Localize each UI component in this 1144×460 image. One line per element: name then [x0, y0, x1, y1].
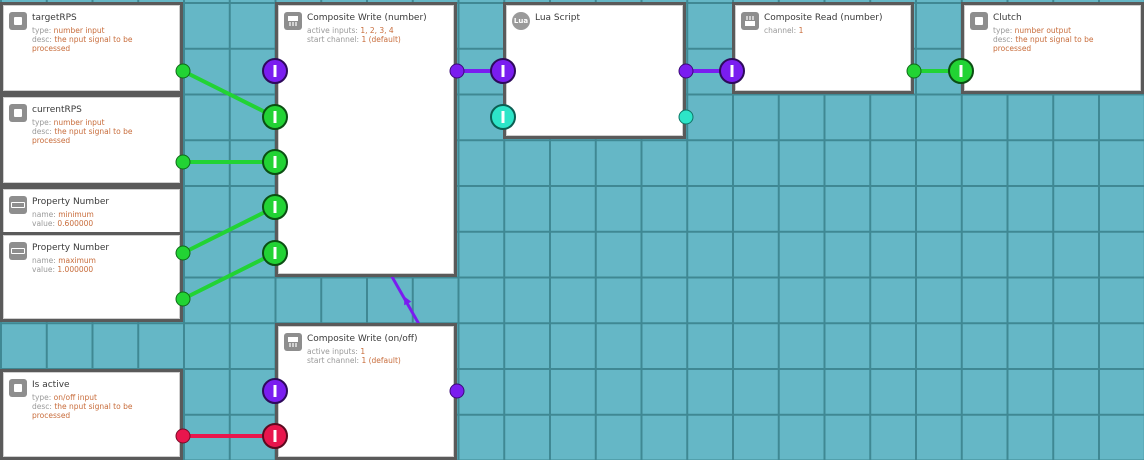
square-icon	[9, 104, 27, 122]
node-desc-line: desc: the nput signal to be processed	[993, 35, 1094, 53]
node-desc-line: desc: the nput signal to be processed	[32, 127, 133, 145]
node-value-line: value: 1.000000	[32, 265, 94, 274]
node-title: Is active	[32, 380, 70, 390]
lua-icon: Lua	[512, 12, 530, 30]
node-inputs-line: active inputs: 1, 2, 3, 4	[307, 26, 394, 35]
wire-direction-arrow	[404, 296, 412, 310]
node-title: Clutch	[993, 13, 1022, 23]
node-composite-write-number[interactable]: Composite Write (number) active inputs: …	[275, 2, 457, 277]
wire-propmin-to-cw[interactable]	[182, 205, 276, 255]
composite-chip-icon	[284, 12, 302, 30]
wire-propmax-to-cw[interactable]	[182, 251, 276, 301]
node-composite-write-onoff[interactable]: Composite Write (on/off) active inputs: …	[275, 323, 457, 460]
node-type-line: type: number input	[32, 26, 105, 35]
node-title: Lua Script	[535, 13, 581, 23]
slider-icon	[9, 196, 27, 214]
composite-chip-icon	[741, 12, 759, 30]
node-channel-line: channel: 1	[764, 26, 804, 35]
square-icon	[9, 12, 27, 30]
node-title: Property Number	[32, 197, 110, 207]
node-value-line: value: 0.600000	[32, 219, 94, 228]
square-icon	[9, 379, 27, 397]
node-is-active[interactable]: Is active type: on/off input desc: the n…	[0, 369, 183, 460]
node-channel-line: start channel: 1 (default)	[307, 35, 401, 44]
wire-targetrps-to-cw[interactable]	[182, 69, 276, 119]
node-channel-line: start channel: 1 (default)	[307, 356, 401, 365]
node-type-line: type: number input	[32, 118, 105, 127]
node-target-rps[interactable]: targetRPS type: number input desc: the n…	[0, 2, 183, 94]
node-clutch[interactable]: Clutch type: number output desc: the npu…	[961, 2, 1144, 94]
node-desc-line: desc: the nput signal to be processed	[32, 402, 133, 420]
slider-icon	[9, 242, 27, 260]
node-title: currentRPS	[32, 105, 82, 115]
node-property-maximum[interactable]: Property Number name: maximum value: 1.0…	[0, 232, 183, 322]
node-title: Composite Write (number)	[307, 13, 427, 23]
node-desc-line: desc: the nput signal to be processed	[32, 35, 133, 53]
node-inputs-line: active inputs: 1	[307, 347, 366, 356]
node-composite-read-number[interactable]: Composite Read (number) channel: 1	[732, 2, 914, 94]
node-current-rps[interactable]: currentRPS type: number input desc: the …	[0, 94, 183, 186]
node-type-line: type: on/off input	[32, 393, 97, 402]
square-icon	[970, 12, 988, 30]
node-name-line: name: minimum	[32, 210, 94, 219]
node-title: Composite Read (number)	[764, 13, 883, 23]
node-lua-script[interactable]: Lua Lua Script	[503, 2, 686, 139]
composite-chip-icon	[284, 333, 302, 351]
node-name-line: name: maximum	[32, 256, 96, 265]
node-title: Property Number	[32, 243, 110, 253]
node-title: targetRPS	[32, 13, 77, 23]
node-title: Composite Write (on/off)	[307, 334, 418, 344]
node-type-line: type: number output	[993, 26, 1072, 35]
